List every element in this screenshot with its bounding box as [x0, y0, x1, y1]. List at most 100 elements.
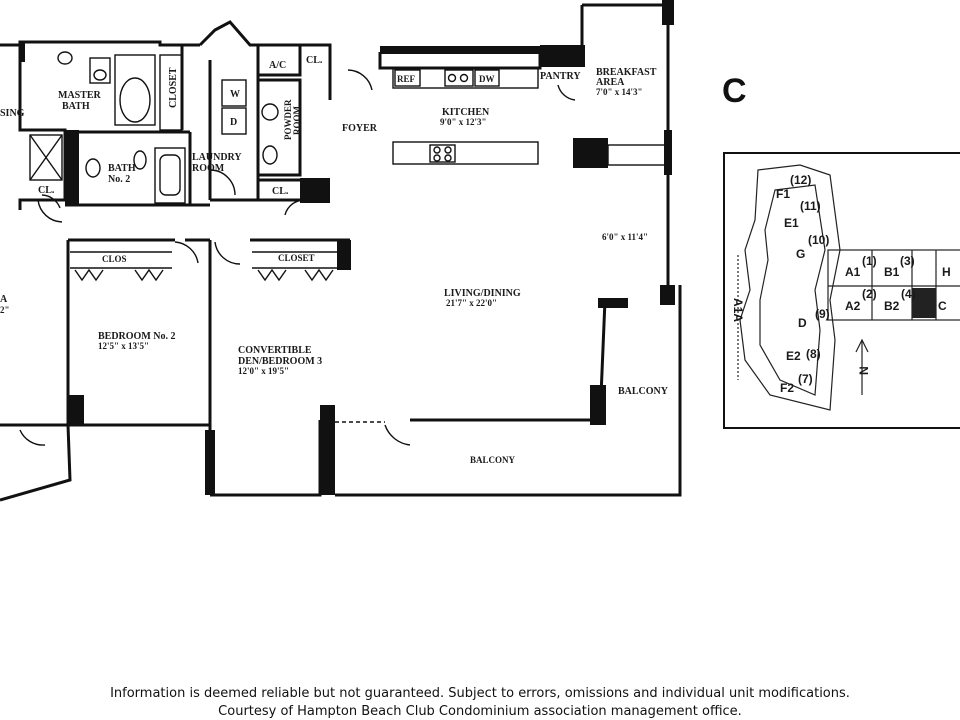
key-plan-frame — [723, 152, 960, 429]
footer-disclaimer: Information is deemed reliable but not g… — [110, 686, 850, 701]
key-unit-F1: F1 — [776, 187, 790, 201]
key-unit-9: (9) — [815, 307, 830, 321]
room-labels: SING MASTER BATH CLOSET BATH No. 2 CL. L… — [0, 55, 669, 465]
key-road-label: A1A — [731, 298, 745, 322]
label-breakfast-1: BREAKFAST — [596, 67, 657, 78]
key-unit-1: (1) — [862, 254, 877, 268]
powder-toilet — [262, 145, 278, 165]
wall-top-left — [0, 40, 200, 47]
key-unit-8: (8) — [806, 347, 821, 361]
block-bath2-wall — [65, 130, 79, 205]
key-unit-H: H — [942, 265, 951, 279]
label-master-bath-1: MASTER — [58, 90, 102, 101]
key-unit-12: (12) — [790, 173, 811, 187]
label-washer: W — [230, 89, 240, 100]
closet-doors-left — [74, 268, 104, 282]
label-left-edge-2: 2" — [0, 305, 10, 315]
door-swing-cl — [284, 199, 306, 216]
wall-ac-box — [258, 43, 302, 77]
master-tub — [114, 54, 156, 126]
label-ac: A/C — [269, 60, 286, 71]
dryer-box — [221, 107, 247, 135]
label-breakfast-2: AREA — [596, 77, 625, 88]
label-cl-mid: CL. — [272, 186, 289, 197]
master-toilet — [57, 51, 73, 65]
kitchen-island — [392, 141, 539, 165]
label-nook-dim: 6'0" x 11'4" — [602, 232, 648, 242]
key-unit-A1: A1 — [845, 265, 861, 279]
key-plan: F1 (12) E1 (11) G (10) D (9) E2 (8) F2 (… — [723, 152, 960, 429]
label-balcony-bottom: BALCONY — [470, 455, 516, 465]
key-unit-D: D — [798, 316, 807, 330]
block-foyer-top — [380, 46, 540, 54]
kitchen-counter-top — [392, 67, 539, 89]
block-right-top — [662, 0, 674, 25]
ref-box — [394, 69, 421, 87]
key-unit-B1: B1 — [884, 265, 900, 279]
shower — [29, 134, 63, 181]
door-swing-pantry — [557, 84, 576, 101]
key-unit-E2: E2 — [786, 349, 801, 363]
label-powder-2: ROOM — [292, 105, 302, 135]
master-tub-basin — [119, 77, 151, 123]
label-master-bath-2: BATH — [62, 101, 90, 112]
block-balcony-step — [590, 385, 606, 425]
burner — [433, 154, 441, 162]
label-dressing: SING — [0, 108, 25, 119]
key-unit-G: G — [796, 247, 805, 261]
closet-doors-right-2 — [304, 268, 334, 282]
key-unit-7: (7) — [798, 372, 813, 386]
label-ref: REF — [397, 74, 416, 84]
label-kitchen-dim: 9'0" x 12'3" — [440, 117, 487, 127]
door-swing-den — [384, 424, 411, 446]
door-swing-cl-left — [41, 194, 61, 209]
wall-living-bottom — [335, 285, 682, 497]
closet-doors-right — [257, 268, 287, 282]
key-unit-C: C — [938, 299, 947, 313]
door-swing-bed2-top — [174, 241, 199, 264]
key-unit-E1: E1 — [784, 216, 799, 230]
key-unit-10: (10) — [808, 233, 829, 247]
burner — [459, 73, 469, 83]
building-wing-inner — [759, 184, 826, 396]
closet-vert-box — [159, 54, 183, 131]
label-den-1: CONVERTIBLE — [238, 345, 312, 356]
burner — [444, 154, 452, 162]
north-arrow-head — [855, 338, 869, 353]
label-bedroom2: BEDROOM No. 2 — [98, 331, 176, 342]
block-bed2-corner — [68, 395, 84, 425]
label-powder-1: POWDER — [283, 99, 293, 140]
door-swing-den-top — [214, 241, 241, 265]
bath2-tub-inner — [159, 154, 181, 196]
key-unit-3: (3) — [900, 254, 915, 268]
block-den-right — [320, 405, 335, 495]
footer-courtesy: Courtesy of Hampton Beach Club Condomini… — [218, 704, 742, 719]
stove-box — [444, 69, 474, 87]
block-pantry — [540, 45, 585, 67]
wall-cl-box — [300, 43, 332, 90]
closet-doors-left-2 — [134, 268, 164, 282]
unit-c-highlight — [912, 288, 936, 318]
washer-box — [221, 79, 247, 107]
key-unit-A2: A2 — [845, 299, 861, 313]
label-living-dim: 21'7" x 22'0" — [446, 298, 497, 308]
label-cl-top: CL. — [306, 55, 323, 66]
block-breakfast — [573, 138, 608, 168]
label-bath2-2: No. 2 — [108, 174, 130, 185]
label-left-edge-1: A — [0, 294, 8, 305]
block-den-left — [205, 430, 215, 495]
building-wing-horiz — [827, 249, 960, 321]
door-swing-laundry — [209, 169, 236, 196]
key-unit-2: (2) — [862, 287, 877, 301]
island-cooktop — [429, 144, 456, 163]
label-closet-vertical: CLOSET — [168, 67, 179, 108]
wall-den-bottom — [210, 420, 322, 497]
label-breakfast-dim: 7'0" x 14'3" — [596, 87, 643, 97]
door-swing-bed2 — [19, 429, 46, 446]
powder-sink — [261, 103, 279, 121]
bath2-tub — [154, 147, 186, 204]
shower-x2 — [29, 134, 63, 181]
label-dw: DW — [479, 74, 495, 84]
bath2-toilet — [85, 158, 101, 178]
